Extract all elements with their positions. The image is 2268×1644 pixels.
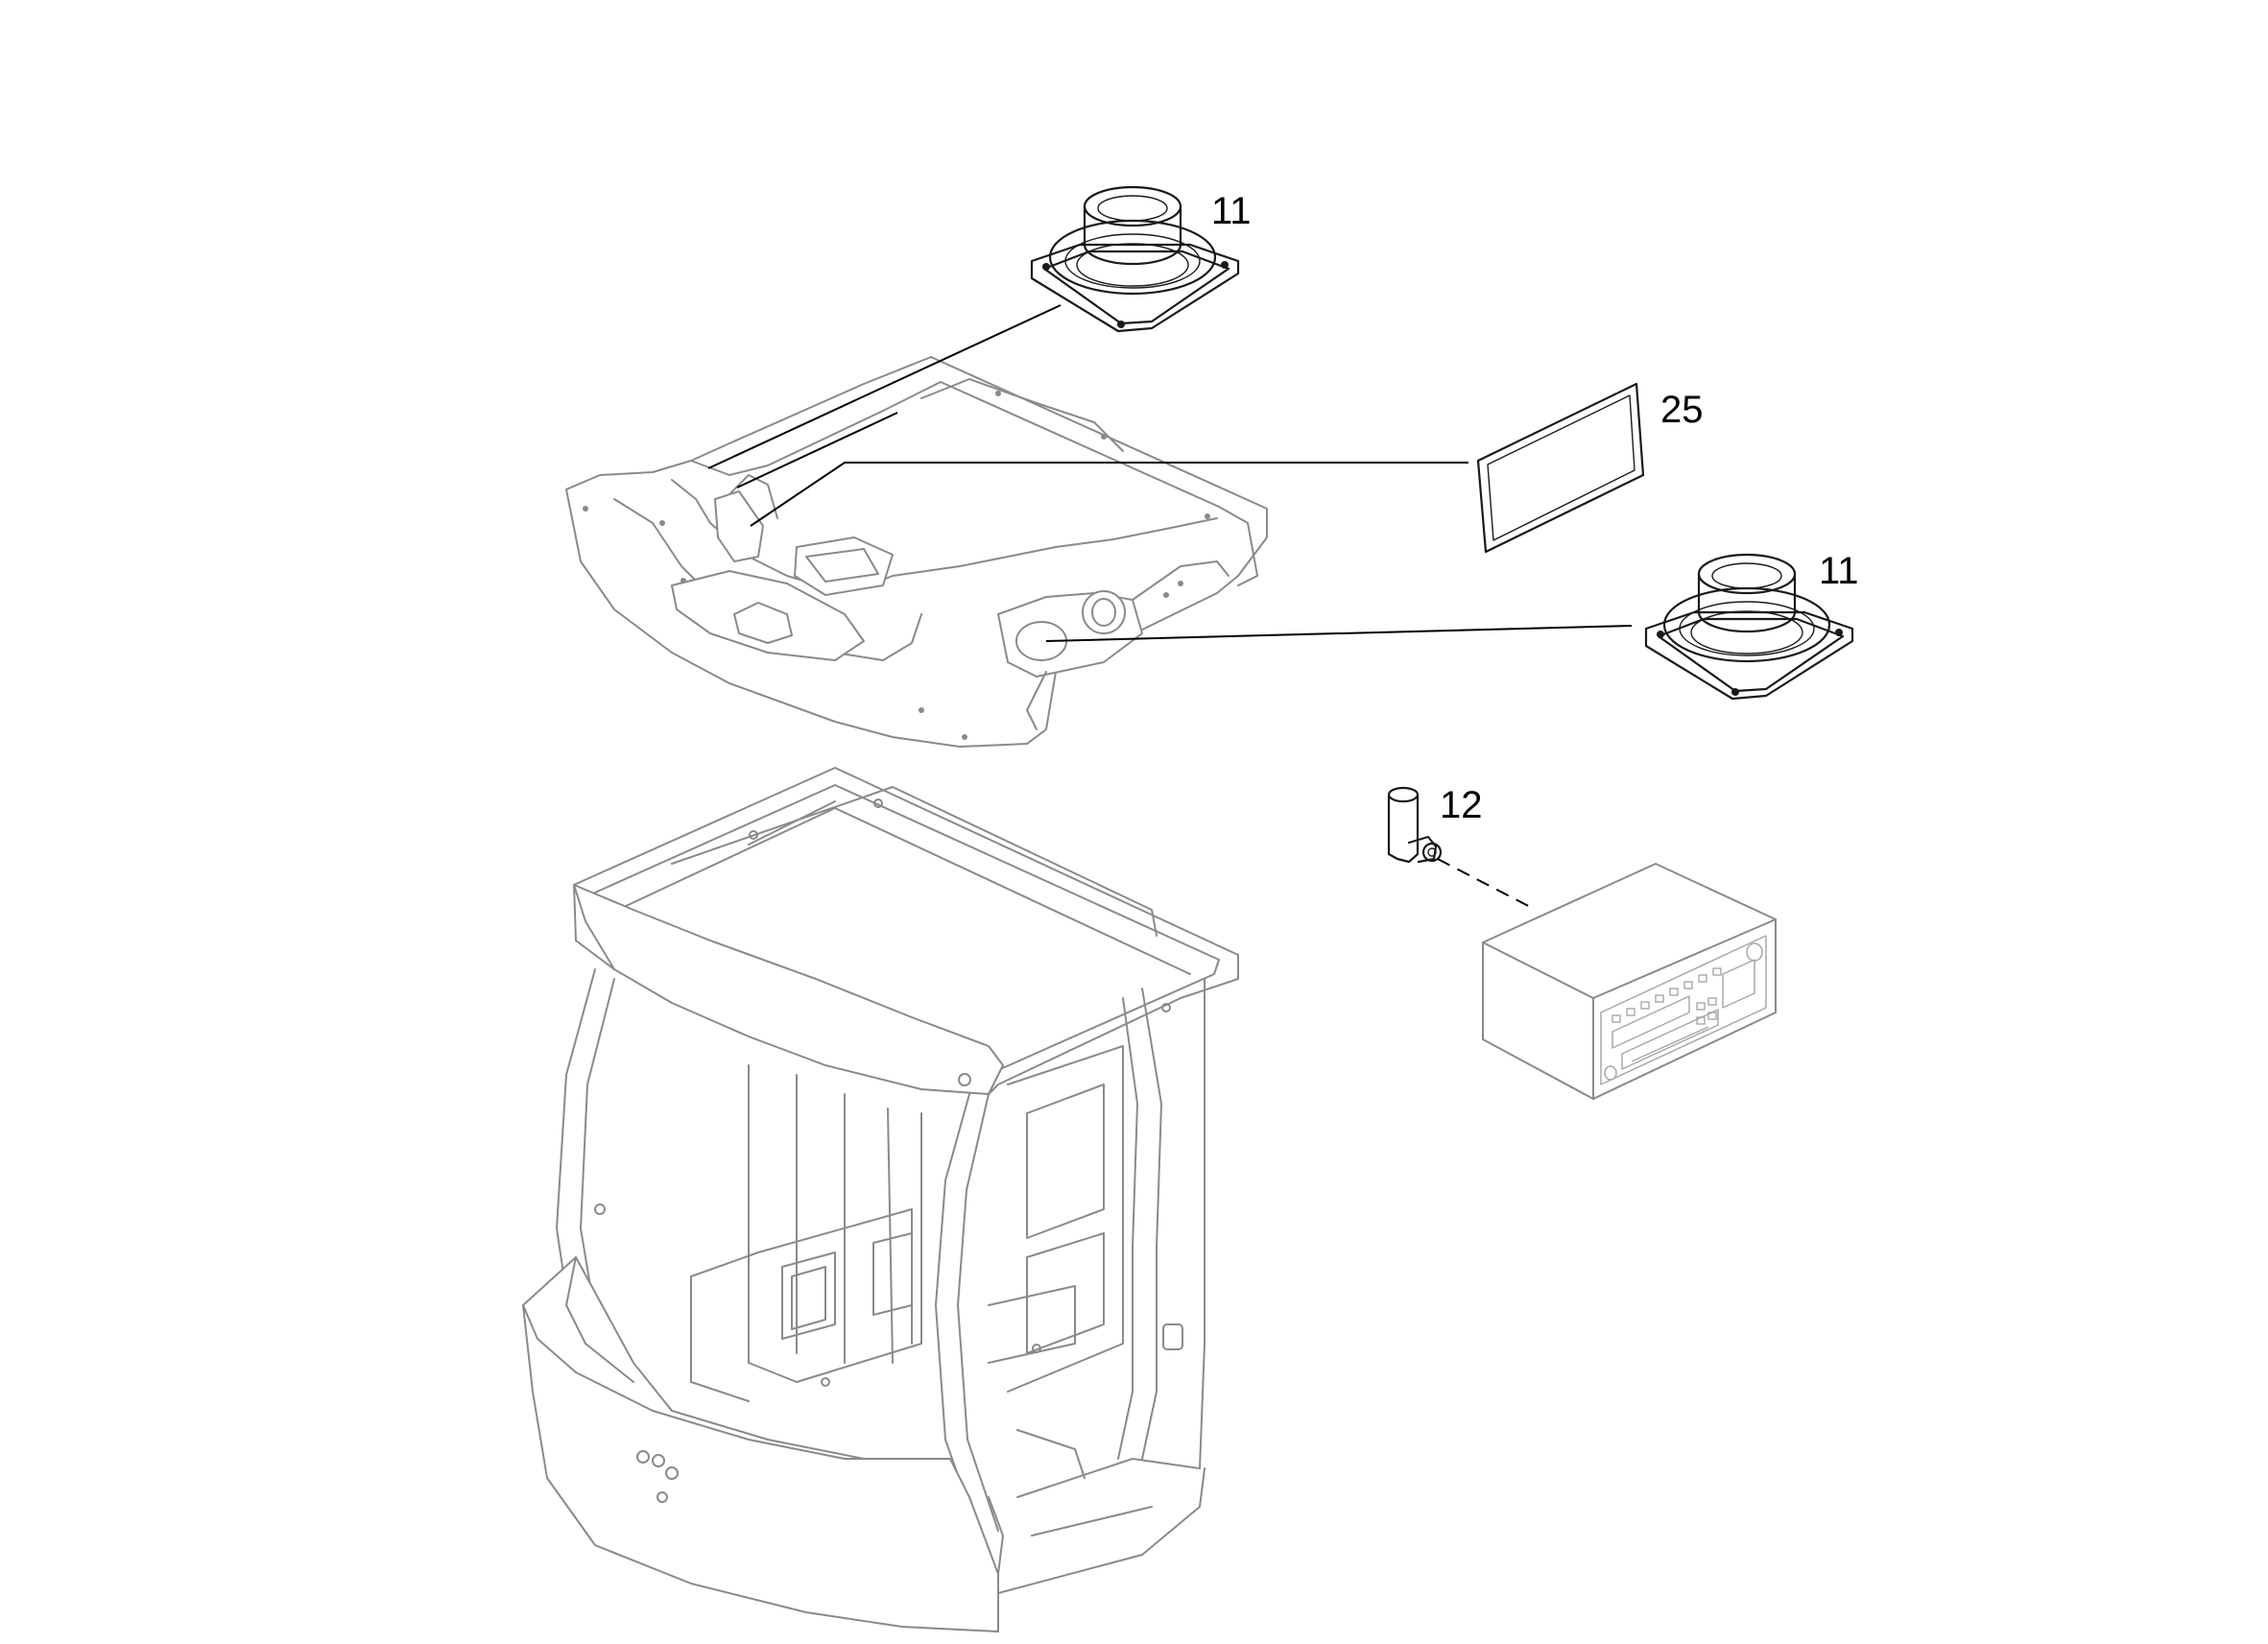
operator-cab — [522, 767, 1239, 1632]
callout-connector: 12 — [1440, 784, 1483, 826]
leader-label-25 — [750, 462, 1468, 527]
leader-speaker-right — [1045, 625, 1633, 642]
callout-speaker-top: 11 — [1211, 190, 1252, 232]
leader-connector-dashed — [1437, 858, 1537, 911]
callout-labels: 11 25 11 12 — [1211, 190, 1859, 826]
leader-speaker-top-b — [736, 412, 898, 488]
panel-screw-dots — [583, 391, 1210, 740]
speaker-top — [1030, 185, 1240, 333]
label-plate — [1476, 382, 1645, 554]
roof-headliner-panel — [565, 356, 1268, 748]
callout-label-25: 25 — [1660, 389, 1704, 431]
leader-lines — [707, 304, 1633, 911]
connector-plug — [1387, 786, 1443, 864]
radio-unit — [1482, 863, 1777, 1100]
radio-buttons — [1611, 967, 1722, 1025]
callout-speaker-right: 11 — [1819, 550, 1859, 592]
leader-speaker-top-a — [707, 304, 1062, 469]
speaker-right — [1644, 553, 1854, 701]
